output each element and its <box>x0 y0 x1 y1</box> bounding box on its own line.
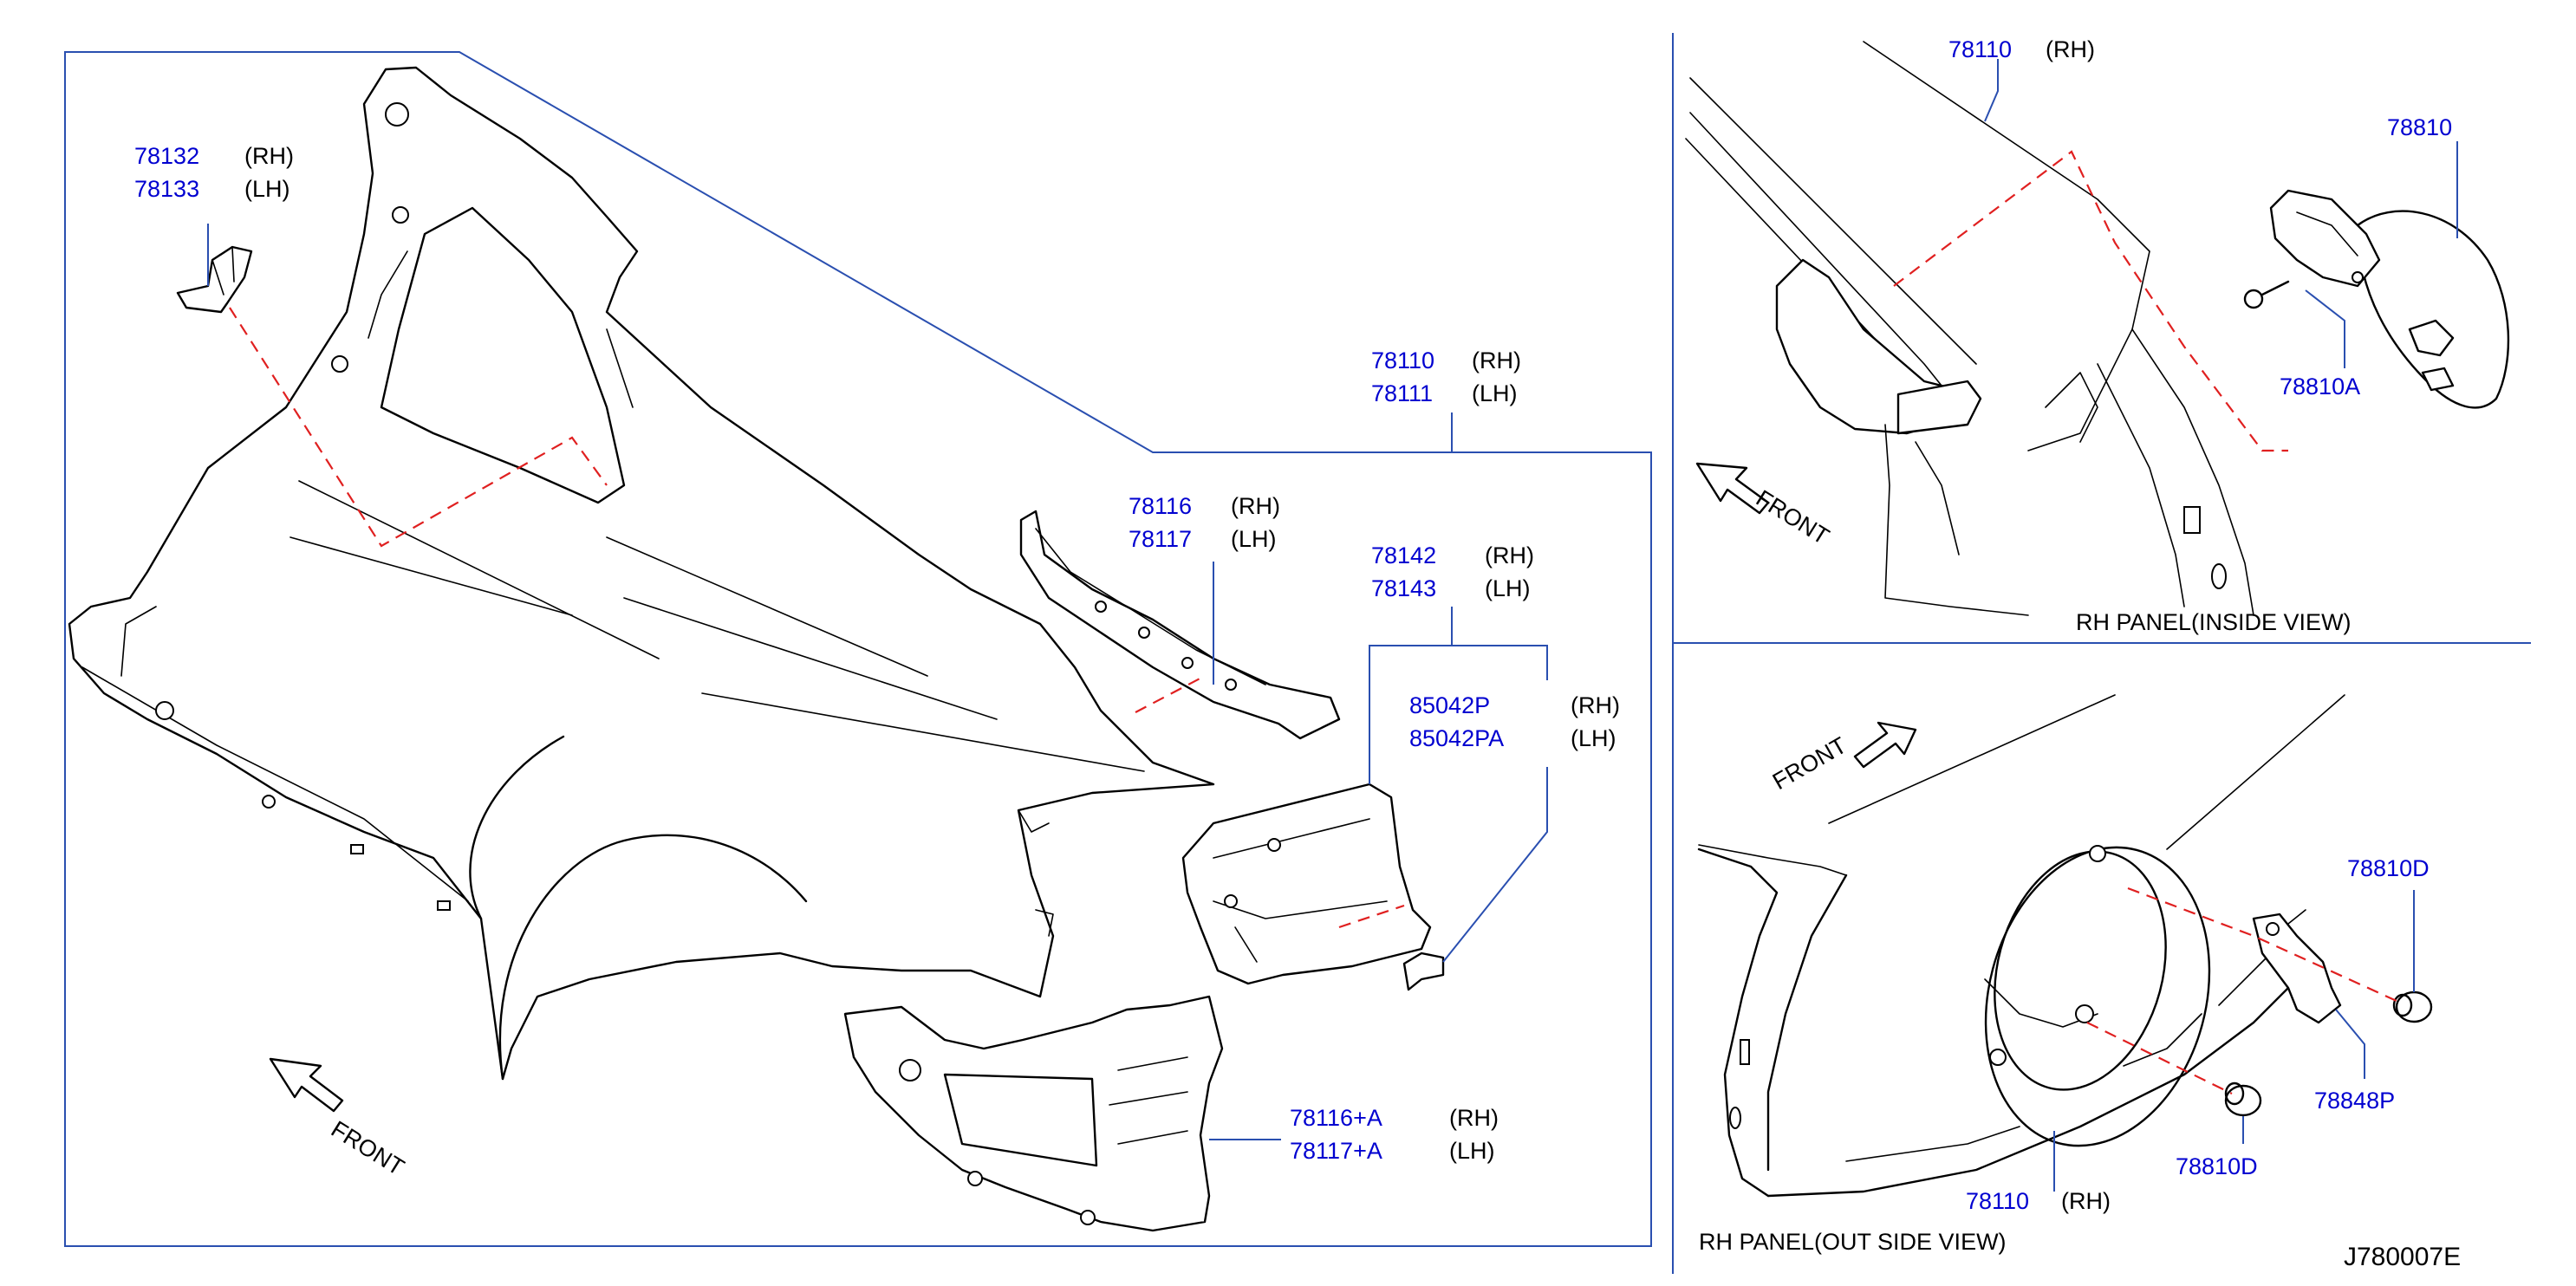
outside-view-caption: RH PANEL(OUT SIDE VIEW) <box>1699 1229 2007 1255</box>
grommet-78810D-top <box>2392 990 2433 1023</box>
side-78143: (LH) <box>1485 575 1531 601</box>
part-number-78143: 78143 <box>1371 575 1436 601</box>
clip-85042P <box>1402 952 1445 991</box>
grommet-78810D-bottom <box>2224 1081 2262 1117</box>
part-number-78116: 78116 <box>1129 493 1192 519</box>
side-85042PA: (LH) <box>1571 725 1617 751</box>
part-number-78810D-top: 78810D <box>2347 855 2430 881</box>
part-number-78116A: 78116+A <box>1290 1105 1382 1131</box>
front-label-main: FRONT <box>327 1116 409 1181</box>
leader-78110-inside <box>1984 59 1999 122</box>
part-number-78810: 78810 <box>2387 114 2452 140</box>
side-78110: (RH) <box>1472 347 1521 373</box>
inside-view <box>1672 33 2531 1274</box>
main-view <box>64 51 1652 1247</box>
side-78110-inside: (RH) <box>2046 36 2095 62</box>
side-78132: (RH) <box>244 143 294 169</box>
hidden-line-outside-top <box>2127 887 2397 1003</box>
side-85042P: (RH) <box>1571 692 1620 718</box>
hidden-line-78116 <box>1135 675 1206 713</box>
fuel-lid-78810 <box>2269 189 2510 409</box>
hidden-line-78142 <box>1338 904 1405 929</box>
diagram-id: J780007E <box>2344 1243 2461 1271</box>
part-number-78848P: 78848P <box>2314 1088 2395 1114</box>
part-number-78110-inside: 78110 <box>1948 36 2012 62</box>
labels: 78132 (RH) 78133 (LH) 78110 (RH) 78111 (… <box>134 36 2461 1271</box>
bracket-78132 <box>176 245 253 314</box>
reinforcement-78116 <box>1019 510 1341 740</box>
leader-78810A <box>2305 289 2345 368</box>
front-label-outside: FRONT <box>1768 732 1851 795</box>
side-78142: (RH) <box>1485 542 1534 568</box>
front-arrow-outside <box>1853 721 1917 769</box>
part-number-78117A: 78117+A <box>1290 1138 1382 1164</box>
screw-78810A <box>2243 280 2290 309</box>
part-number-85042PA: 85042PA <box>1409 725 1504 751</box>
part-number-78810A: 78810A <box>2280 373 2360 399</box>
leader-85042P <box>1442 767 1548 963</box>
outside-view <box>1697 694 2433 1198</box>
front-arrow-main <box>269 1057 344 1113</box>
side-78117: (LH) <box>1231 526 1277 552</box>
quarter-panel-78110 <box>68 66 1215 1081</box>
callout-frame <box>64 51 1652 1247</box>
reinforcement-78116A <box>843 995 1224 1232</box>
bracket-78848P <box>2252 913 2342 1024</box>
part-number-78132: 78132 <box>134 143 199 169</box>
inside-panel-78110 <box>1685 41 2254 616</box>
side-78116: (RH) <box>1231 493 1280 519</box>
side-78110-outside: (RH) <box>2061 1188 2111 1214</box>
part-number-78133: 78133 <box>134 176 199 202</box>
hidden-line-outside-bottom <box>2086 1022 2233 1094</box>
part-number-78117: 78117 <box>1129 526 1192 552</box>
side-78117A: (LH) <box>1449 1138 1495 1164</box>
part-number-85042P: 85042P <box>1409 692 1490 718</box>
part-number-78142: 78142 <box>1371 542 1436 568</box>
side-78133: (LH) <box>244 176 290 202</box>
side-78111: (LH) <box>1472 380 1518 406</box>
hidden-line-inside <box>1893 150 2288 452</box>
hidden-line-78132 <box>229 307 608 548</box>
housing-78142 <box>1181 783 1432 985</box>
part-number-78110-outside: 78110 <box>1966 1188 2029 1214</box>
front-label-inside: FRONT <box>1752 485 1834 550</box>
leader-78848P <box>2335 1009 2365 1079</box>
leader-78142 <box>1369 645 1548 784</box>
front-arrow-inside <box>1695 462 1770 515</box>
part-number-78110: 78110 <box>1371 347 1434 373</box>
outside-panel-78110 <box>1697 694 2345 1198</box>
inside-view-caption: RH PANEL(INSIDE VIEW) <box>2076 609 2352 635</box>
side-78116A: (RH) <box>1449 1105 1499 1131</box>
part-number-78810D-bottom: 78810D <box>2176 1153 2258 1179</box>
part-number-78111: 78111 <box>1371 380 1433 406</box>
